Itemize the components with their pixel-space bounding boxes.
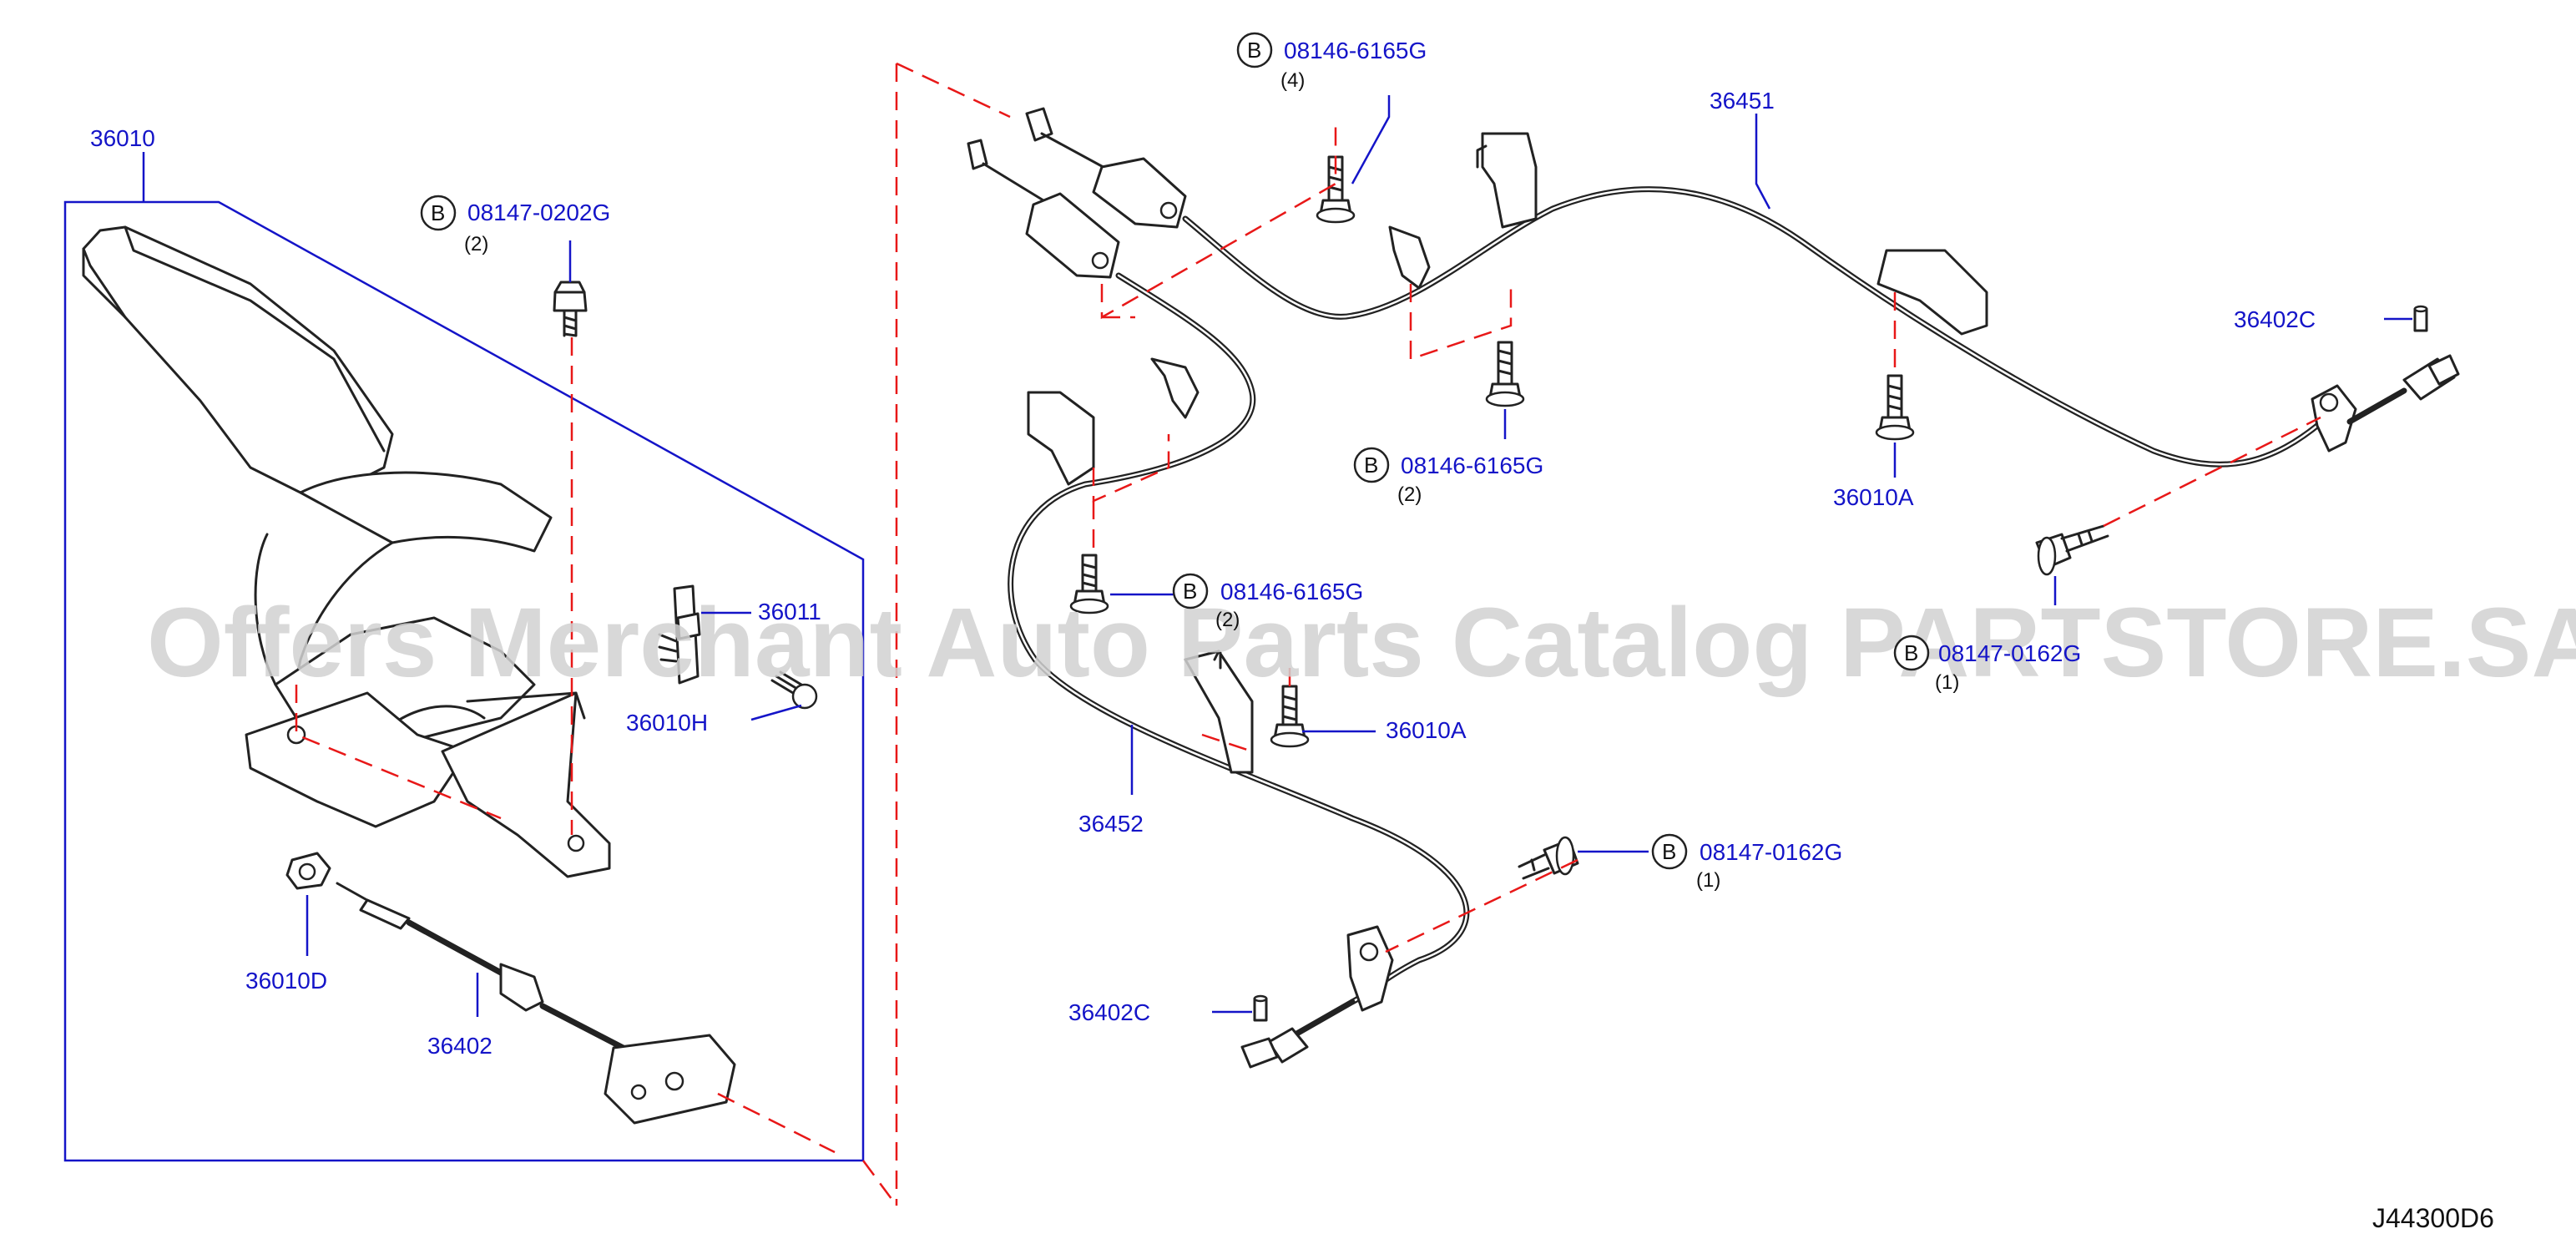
bolt-08147-0202G-illustration: [553, 281, 588, 337]
qty-08147-0162G-right: (1): [1935, 671, 1959, 694]
parking-brake-lever-illustration: [82, 225, 611, 878]
qty-08146-6165G-mid: (2): [1397, 483, 1422, 506]
label-36010A-right[interactable]: 36010A: [1833, 484, 1914, 510]
bolt-marker-08146-6165G-top: [1236, 32, 1273, 68]
label-08147-0162G-low[interactable]: 08147-0162G: [1700, 839, 1842, 865]
bolt-marker-circles: B B B B B B: [420, 32, 1930, 870]
svg-text:B: B: [1662, 839, 1676, 864]
cable-end-right-illustration: [2311, 354, 2460, 453]
qty-08146-6165G-low: (2): [1215, 609, 1240, 631]
label-36010H[interactable]: 36010H: [626, 710, 708, 736]
nut-36010D-illustration: [285, 852, 331, 890]
bolt-marker-08147-0162G-right: [1893, 635, 1930, 671]
cable-equalizer-illustration: [967, 107, 1187, 279]
label-36452[interactable]: 36452: [1078, 811, 1144, 837]
label-36451[interactable]: 36451: [1710, 88, 1775, 114]
label-08146-6165G-top[interactable]: 08146-6165G: [1284, 38, 1427, 63]
rear-cable-36451-illustration: [1182, 186, 2332, 468]
leader-lines: [142, 95, 2412, 1017]
label-08147-0202G[interactable]: 08147-0202G: [467, 200, 610, 225]
diagram-code: J44300D6: [2372, 1203, 2494, 1233]
bolt-36010H-illustration: [770, 670, 818, 710]
svg-text:B: B: [1247, 38, 1261, 63]
cable-end-lower-illustration: [1240, 925, 1394, 1069]
front-cable-36402-illustration: [336, 882, 736, 1125]
cable-brackets-illustration: [1027, 132, 1988, 774]
svg-text:B: B: [1364, 453, 1378, 478]
pins-36402C-illustration: [1253, 305, 2428, 1022]
bolt-marker-08146-6165G-mid: [1353, 447, 1390, 483]
bracket-36011-illustration: [658, 584, 701, 685]
dashed-alignment-guides: [295, 62, 2321, 1206]
bolt-marker-08147-0202G: [420, 195, 457, 231]
qty-08147-0202G: (2): [464, 233, 488, 255]
label-36402C-right[interactable]: 36402C: [2234, 306, 2316, 332]
label-08147-0162G-right[interactable]: 08147-0162G: [1938, 640, 2081, 666]
label-36011[interactable]: 36011: [758, 599, 821, 625]
bolt-marker-08147-0162G-low: [1651, 833, 1688, 870]
svg-text:B: B: [1183, 579, 1197, 604]
flange-bolts-illustration: [1069, 155, 2109, 880]
svg-text:B: B: [1904, 640, 1918, 665]
label-36010A-mid[interactable]: 36010A: [1386, 717, 1467, 743]
part-labels: 36010 08147-0202G (2) 36011 36010H 36010…: [90, 38, 2316, 1059]
bolt-marker-08146-6165G-low: [1172, 573, 1209, 609]
label-08146-6165G-low[interactable]: 08146-6165G: [1220, 579, 1363, 604]
watermark-text: Offers Merchant Auto Parts Catalog PARTS…: [147, 588, 2576, 698]
qty-08147-0162G-low: (1): [1696, 869, 1720, 892]
label-36402[interactable]: 36402: [427, 1033, 492, 1059]
svg-text:B: B: [431, 200, 445, 225]
label-36010D[interactable]: 36010D: [245, 968, 327, 994]
label-36402C-low[interactable]: 36402C: [1068, 999, 1150, 1025]
label-08146-6165G-mid[interactable]: 08146-6165G: [1401, 453, 1543, 478]
label-36010[interactable]: 36010: [90, 125, 155, 151]
qty-08146-6165G-top: (4): [1280, 69, 1305, 92]
